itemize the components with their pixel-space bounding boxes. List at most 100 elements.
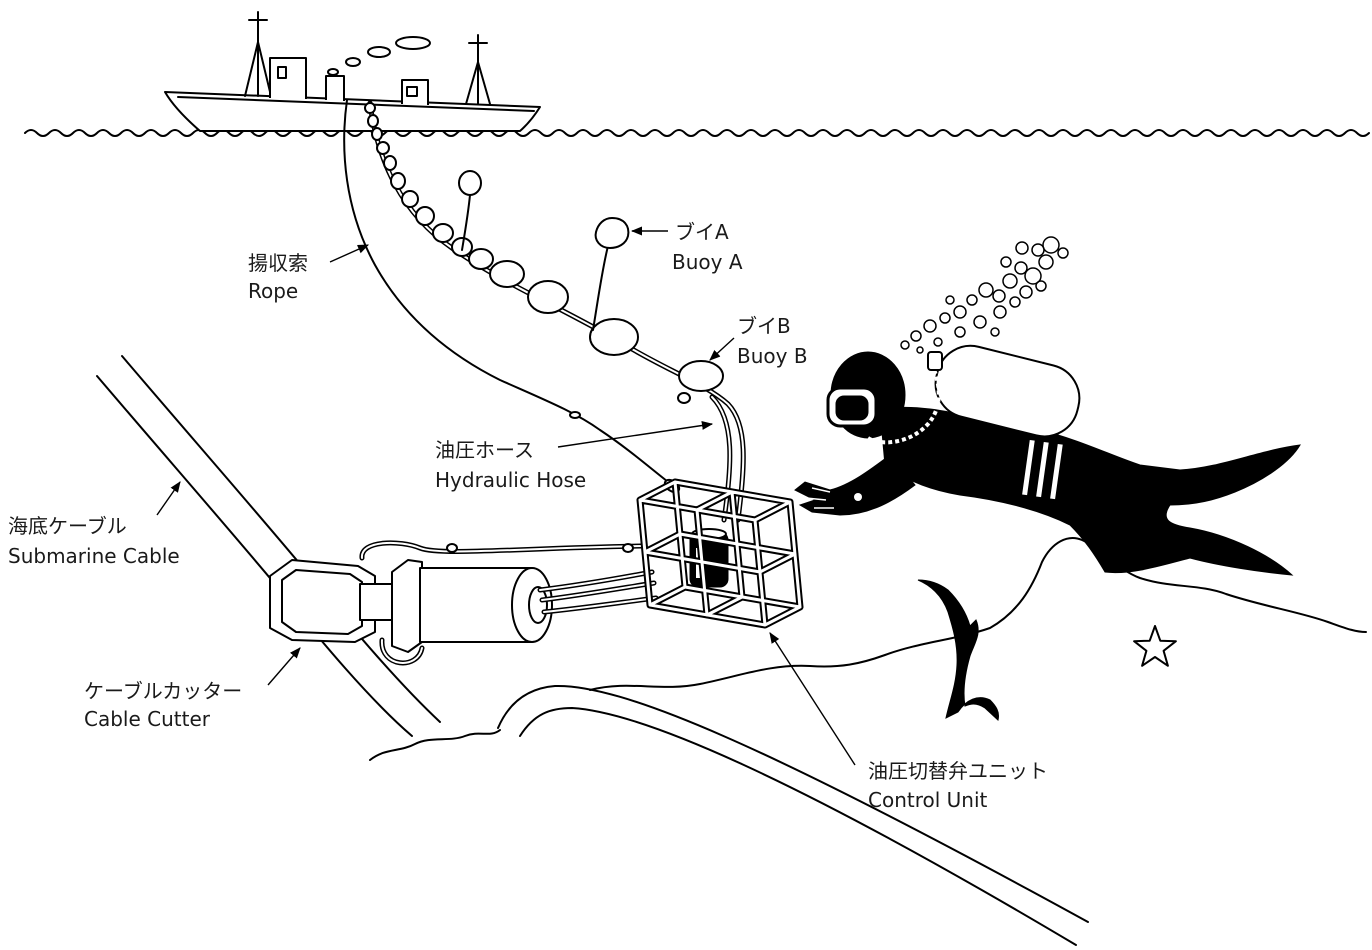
diver [794,344,1301,576]
air-tank-valve [927,351,943,371]
diver-arm [794,454,916,516]
cable-edge-inner [121,355,441,723]
buoy-b [678,360,724,392]
seaweed [917,579,999,721]
small-balloon-string [461,194,471,251]
label-submarine-cable-ja: 海底ケーブル [8,514,127,538]
bridge-cabin [269,57,307,99]
regulator-hose [866,371,941,445]
label-buoy-b-en: Buoy B [737,344,808,368]
bubble [923,319,937,333]
bubble [1057,247,1069,259]
bubble [933,337,943,347]
float [371,127,383,141]
float [468,248,494,270]
diver-hand-outline [805,487,834,509]
cutter-clamp [269,559,376,643]
float [376,141,390,155]
bubble [966,294,978,306]
aft-cabin-window [406,86,418,97]
hose-float [622,543,634,553]
label-cable-cutter-en: Cable Cutter [84,707,211,731]
label-rope-ja: 揚収索 [248,251,308,275]
cutter-bracket [391,559,423,653]
leader-control-unit [769,632,856,766]
bubble [939,312,951,324]
bubble [1009,296,1021,308]
bubble [1024,267,1042,285]
label-buoy-a-en: Buoy A [672,250,743,274]
aft-cabin [401,79,429,105]
bubble [1031,243,1045,257]
label-buoy-b-ja: ブイB [737,314,791,338]
bubble [910,330,922,342]
cutter-hose-core [543,597,657,613]
cutter-hose-core [541,582,655,601]
cutter-hoses [537,569,659,615]
seabed-right [589,537,1367,691]
float [401,190,419,208]
bubble [1019,285,1033,299]
float [364,102,376,114]
weight-belt-stripe [1036,441,1049,498]
bubble [1038,254,1054,270]
label-buoy-a-ja: ブイA [675,220,729,244]
rope-float [569,411,581,419]
cable-cutter [269,540,645,666]
bubble [954,326,966,338]
ship-deck-line [177,96,535,112]
float [390,172,406,190]
label-cable-cutter-ja: ケーブルカッター [84,679,242,703]
bubble [1000,256,1012,268]
leader-hydraulic-hose [557,421,714,448]
float [383,155,397,171]
bubble [953,305,967,319]
float [367,114,379,128]
weight-belt-stripe [1022,439,1035,496]
buoy-a [594,217,630,249]
label-rope-en: Rope [248,279,298,303]
diver-body [879,406,1301,576]
smoke-ring [345,57,361,67]
bubble [900,340,910,350]
label-submarine-cable-en: Submarine Cable [8,544,180,568]
hose-float [446,543,458,553]
label-control-unit-ja: 油圧切替弁ユニット [868,759,1048,783]
bubble [992,289,1006,303]
weight-belt-stripe [1050,443,1063,500]
air-bubbles [900,236,1069,354]
smoke-ring [327,68,339,76]
cutter-hose-core [539,571,653,591]
float [415,206,435,226]
smoke-ring [395,36,431,50]
smoke-ring [367,46,391,58]
float [527,280,569,314]
bubble [1015,241,1029,255]
cable-seabed-edge-upper [497,684,1089,923]
funnel [325,75,345,101]
bubble [1035,280,1047,292]
air-tank [934,344,1081,438]
control-unit-frame-core [638,480,802,627]
bridge-window [277,66,287,79]
bubble [973,315,987,329]
cutter-cylinder-port [528,586,548,624]
aft-mast [465,34,491,105]
ship-hull [164,91,541,132]
diver-glove-detail [854,493,862,501]
leader-buoy-b [709,337,735,361]
cutter-hose-loop-core [361,541,643,559]
small-balloon [458,170,482,196]
cable-seabed-edge-lower [519,707,1077,946]
float-small [677,392,691,404]
leader-cable-cutter [267,647,301,686]
float [432,223,454,243]
cutter-clamp-inner [281,569,363,635]
control-unit [636,478,804,629]
ship [164,11,541,132]
bubble [916,346,924,354]
buoy-a-string [592,245,609,331]
float-chain [364,102,724,404]
label-hydraulic-hose-ja: 油圧ホース [435,438,534,462]
